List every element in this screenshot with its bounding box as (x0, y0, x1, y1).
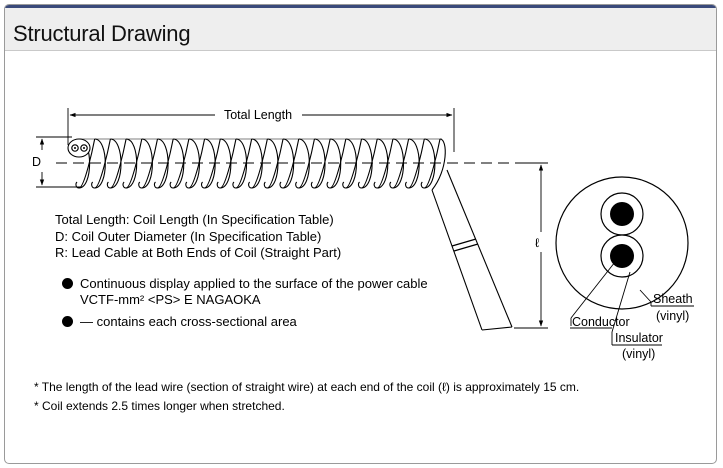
coil-turn-back (141, 138, 159, 189)
cable-cross-section (555, 176, 694, 346)
coil-turn-back (94, 138, 111, 189)
panel-header: Structural Drawing (5, 5, 716, 51)
header-accent-bar (5, 5, 716, 8)
conductor-label: Conductor (572, 315, 630, 329)
note-lead-wire-length: * The length of the lead wire (section o… (34, 380, 580, 394)
coil-turn-back (219, 138, 237, 189)
bullet-cross-section-area: — contains each cross-sectional area (62, 314, 297, 329)
description-total-length: Total Length: Coil Length (In Specificat… (55, 212, 334, 227)
coil-turn-back (329, 138, 347, 189)
bullet-area-text: — contains each cross-sectional area (80, 314, 297, 329)
diameter-label: D (32, 155, 41, 169)
insulator-label: Insulator (615, 331, 663, 345)
coil-turn-back (266, 138, 284, 189)
coil-turn-back (360, 138, 378, 189)
coil-turn-back (376, 138, 394, 189)
description-lead-cable: R: Lead Cable at Both Ends of Coil (Stra… (55, 245, 342, 260)
coil-turn-back (188, 138, 206, 189)
bullet-continuous-display: Continuous display applied to the surfac… (62, 276, 428, 291)
insulator-material-label: (vinyl) (622, 347, 655, 361)
lead-cable (431, 169, 513, 331)
coil-turn-back (423, 138, 441, 189)
coil-end-cores-icon (67, 138, 91, 158)
bullet-dot-icon (62, 278, 73, 289)
note-coil-extension: * Coil extends 2.5 times longer when str… (34, 399, 285, 413)
coil-turn-back (204, 138, 221, 189)
coil-turn-back (298, 138, 315, 189)
conductor-upper (610, 202, 634, 226)
coil-turn-back (125, 138, 143, 189)
lead-length-dimension (514, 162, 548, 329)
lead-length-label: ℓ (535, 236, 539, 250)
coil-tail (431, 138, 446, 191)
coil-turn-back (235, 138, 253, 189)
coil-turn-back (313, 138, 331, 189)
coil-turn-back (392, 138, 410, 189)
coil-turn-back (251, 138, 268, 189)
coil-turn-back (172, 138, 190, 189)
cable-marking-text: VCTF-mm² <PS> E NAGAOKA (80, 292, 261, 307)
page-title: Structural Drawing (13, 21, 191, 46)
description-list: Total Length: Coil Length (In Specificat… (55, 212, 341, 262)
coil-turn-back (345, 138, 363, 189)
description-diameter: D: Coil Outer Diameter (In Specification… (55, 228, 322, 244)
coil-spring (75, 138, 446, 191)
diameter-dimension (36, 136, 82, 188)
coil-turn-back (408, 138, 425, 189)
bullet-dot-icon (62, 316, 73, 327)
total-length-dimension (67, 108, 455, 152)
coil-turn-back (109, 138, 127, 189)
sheath-label: Sheath (653, 292, 693, 306)
total-length-label: Total Length (224, 108, 292, 122)
sheath-material-label: (vinyl) (656, 309, 689, 323)
conductor-lower (610, 244, 634, 268)
coil-turn-back (156, 138, 174, 189)
coil-turn-back (282, 138, 300, 189)
bullet-continuous-text: Continuous display applied to the surfac… (80, 276, 428, 291)
